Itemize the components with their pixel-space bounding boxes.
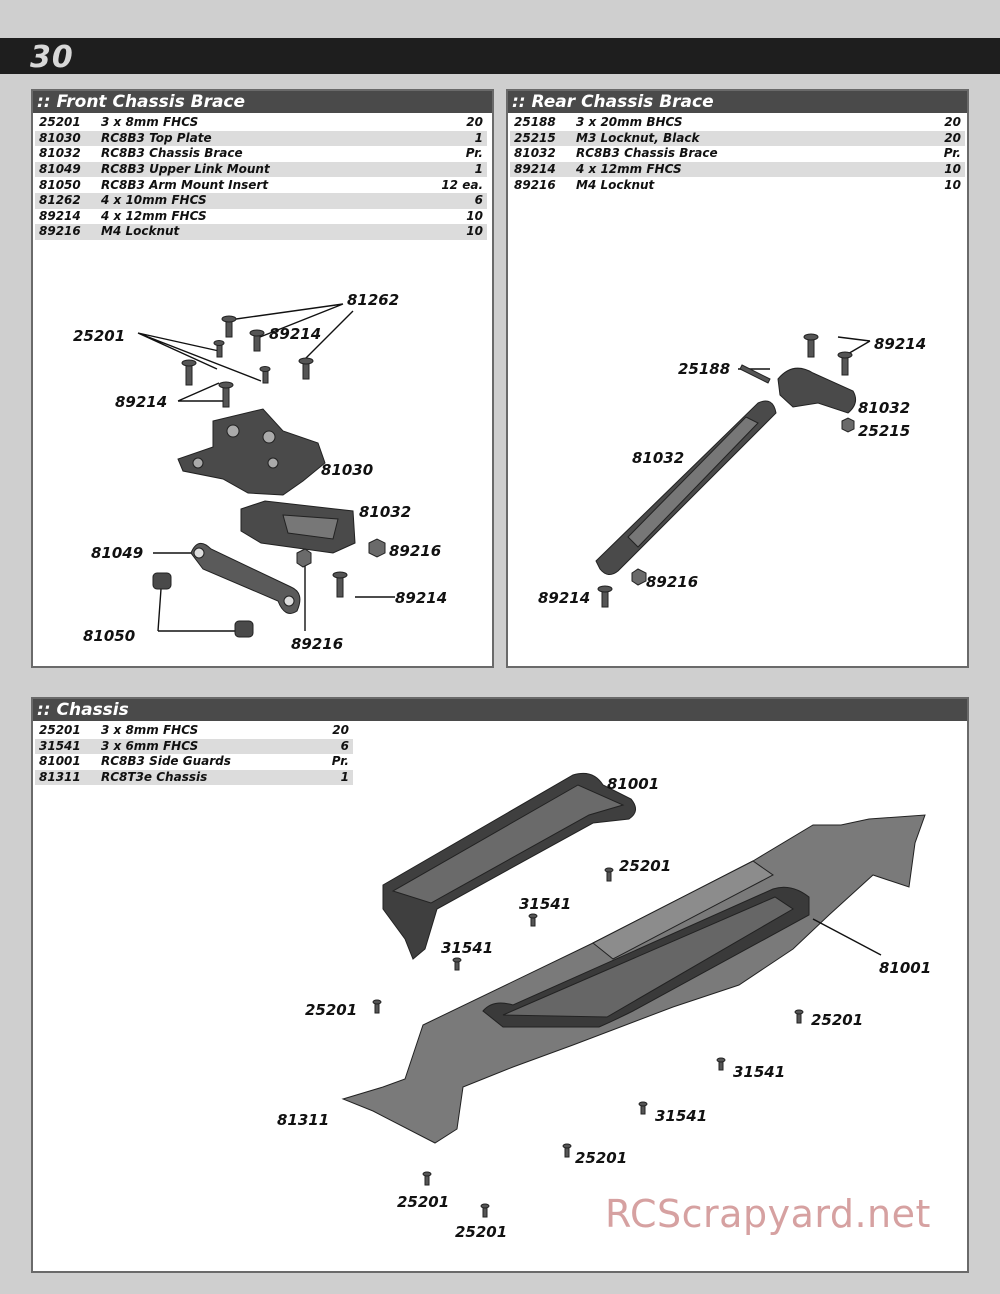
panel-header: :: Rear Chassis Brace xyxy=(508,91,967,113)
screw-89214 xyxy=(601,590,609,608)
callout-89216: 89216 xyxy=(389,542,441,560)
callout-89216: 89216 xyxy=(646,573,698,591)
panel-title: :: Front Chassis Brace xyxy=(37,92,246,112)
callout-31541: 31541 xyxy=(519,895,571,913)
screw-25201 xyxy=(262,370,269,384)
callout-25201: 25201 xyxy=(619,857,671,875)
callout-81311: 81311 xyxy=(277,1111,329,1129)
arm-mount-insert-81050 xyxy=(152,572,172,590)
callout-25201: 25201 xyxy=(397,1193,449,1211)
callout-81001: 81001 xyxy=(879,959,931,977)
screw-81262 xyxy=(302,362,310,380)
callout-31541: 31541 xyxy=(655,1107,707,1125)
screw-89214 xyxy=(185,364,193,386)
callout-89216: 89216 xyxy=(291,635,343,653)
watermark: RCScrapyard.net xyxy=(605,1192,931,1236)
callout-25188: 25188 xyxy=(678,360,730,378)
callout-25201: 25201 xyxy=(73,327,125,345)
page-number: 30 xyxy=(30,40,74,75)
callout-81032: 81032 xyxy=(858,399,910,417)
callout-25215: 25215 xyxy=(858,422,910,440)
upper-link-mount-81049 xyxy=(190,542,301,614)
callout-25201: 25201 xyxy=(455,1223,507,1241)
nut-89216 xyxy=(368,538,386,558)
screw-25188 xyxy=(739,364,771,384)
screw-25201 xyxy=(216,344,223,358)
top-plate-81030 xyxy=(177,408,326,496)
callout-89214: 89214 xyxy=(538,589,590,607)
arm-mount-insert-81050 xyxy=(234,620,254,638)
rear-brace-diagram: 89214 25188 81032 25215 81032 89216 8921… xyxy=(538,333,926,608)
callout-25201: 25201 xyxy=(305,1001,357,1019)
callout-89214: 89214 xyxy=(269,325,321,343)
front-brace-diagram: 81262 25201 89214 89214 81030 81032 8104… xyxy=(73,291,447,653)
screw-89214 xyxy=(841,356,849,376)
callout-81032: 81032 xyxy=(632,449,684,467)
page-header-bar: 30 xyxy=(0,38,1000,75)
screw-89214 xyxy=(807,338,815,358)
callout-25201: 25201 xyxy=(811,1011,863,1029)
callout-25201: 25201 xyxy=(575,1149,627,1167)
nut-25215 xyxy=(841,417,855,433)
panel-header: :: Chassis xyxy=(33,699,967,721)
chassis-diagram: 81001 25201 31541 31541 81001 25201 2520… xyxy=(277,772,931,1241)
nut-89216 xyxy=(296,548,312,568)
screw-81262 xyxy=(253,334,261,352)
callout-89214: 89214 xyxy=(395,589,447,607)
callout-89214: 89214 xyxy=(115,393,167,411)
screw-81262 xyxy=(225,320,233,338)
screw-89214 xyxy=(222,386,230,408)
callout-89214: 89214 xyxy=(874,335,926,353)
panel-header: :: Front Chassis Brace xyxy=(33,91,492,113)
callout-81001: 81001 xyxy=(607,775,659,793)
callout-81032: 81032 xyxy=(359,503,411,521)
callout-81262: 81262 xyxy=(347,291,399,309)
chassis-brace-81032 xyxy=(777,367,857,414)
panel-title: :: Chassis xyxy=(37,700,129,720)
callout-81049: 81049 xyxy=(91,544,143,562)
callout-81050: 81050 xyxy=(83,627,135,645)
callout-81030: 81030 xyxy=(321,461,373,479)
callout-31541: 31541 xyxy=(441,939,493,957)
callout-31541: 31541 xyxy=(733,1063,785,1081)
panel-title: :: Rear Chassis Brace xyxy=(512,92,714,112)
nut-89216 xyxy=(631,568,647,586)
screw-89214 xyxy=(336,576,344,598)
